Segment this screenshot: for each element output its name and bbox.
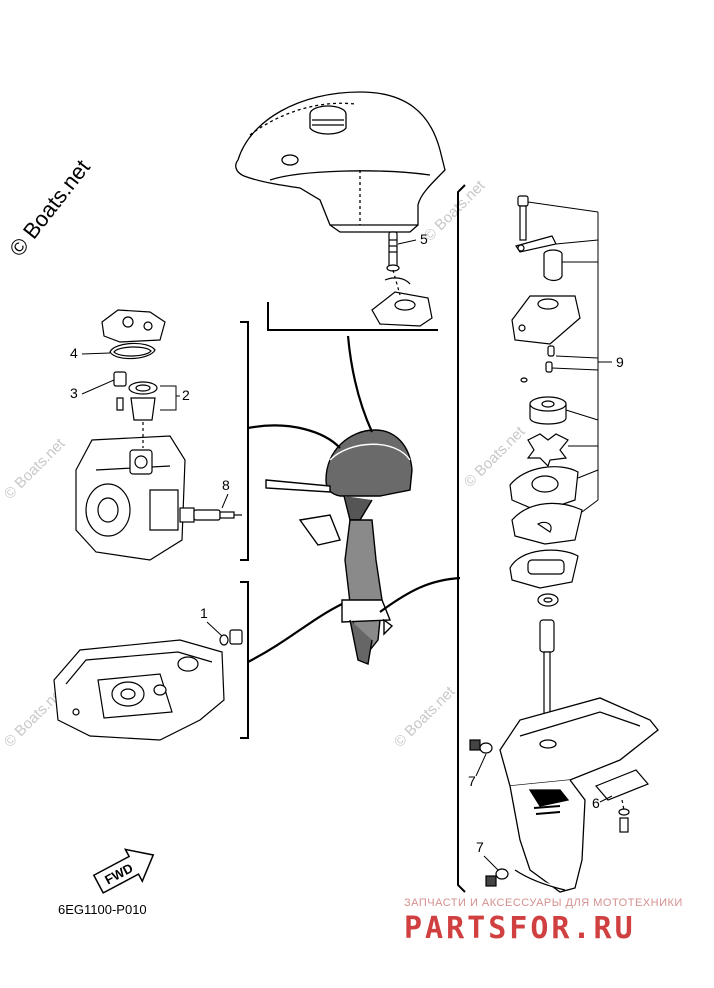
water-pump-parts	[509, 195, 583, 723]
leader-9-lines	[527, 201, 612, 513]
top-cowling	[235, 91, 446, 233]
diagram-reference-code: 6EG1100-P010	[58, 902, 147, 917]
brand-name: PARTSFOR.RU	[404, 911, 636, 946]
outboard-motor-illustration	[265, 429, 413, 665]
callout-7-upper: 7	[468, 773, 476, 789]
brand-subtitle: ЗАПЧАСТИ И АКСЕССУАРЫ ДЛЯ МОТОТЕХНИКИ	[404, 897, 683, 909]
leader-7-lower	[483, 855, 499, 871]
connector-to-top	[346, 335, 374, 433]
callout-7-lower: 7	[476, 839, 484, 855]
crankcase-group	[53, 639, 225, 741]
oil-plug-lower	[485, 868, 509, 887]
callout-1: 1	[200, 605, 208, 621]
watermark: © Boats.net	[1, 435, 69, 503]
cylinder-block	[75, 422, 186, 561]
callout-4: 4	[70, 345, 78, 361]
leader-7-upper	[475, 753, 487, 777]
fuel-cock-assembly	[371, 231, 433, 327]
lower-unit	[499, 697, 659, 893]
connector-to-right	[379, 576, 461, 613]
callout-6: 6	[592, 795, 600, 811]
connector-to-upper-left	[247, 424, 341, 449]
connector-to-lower-left	[247, 603, 343, 663]
group-bracket-top	[267, 302, 438, 331]
drain-plug-part	[219, 629, 243, 646]
leader-2	[160, 385, 180, 411]
watermark-main: © Boats.net	[4, 155, 95, 261]
group-bracket-right	[457, 184, 466, 893]
callout-8: 8	[222, 477, 230, 493]
callout-3: 3	[70, 385, 78, 401]
fuel-pump-group	[101, 309, 166, 421]
leader-8	[221, 493, 229, 509]
leader-5	[397, 239, 417, 245]
watermark: © Boats.net	[391, 683, 459, 751]
leader-1	[206, 621, 223, 637]
watermark: © Boats.net	[421, 177, 489, 245]
leader-3	[81, 379, 115, 395]
callout-5: 5	[420, 231, 428, 247]
anode-part	[594, 769, 650, 833]
leader-4	[81, 352, 111, 355]
spark-plug	[179, 507, 242, 523]
oil-plug-upper	[469, 739, 493, 754]
callout-2: 2	[182, 387, 190, 403]
leader-6	[599, 795, 613, 803]
group-bracket-left-lower	[240, 581, 249, 739]
group-bracket-left-upper	[240, 321, 249, 561]
callout-9: 9	[616, 354, 624, 370]
fwd-arrow-icon: FWD	[92, 848, 155, 894]
